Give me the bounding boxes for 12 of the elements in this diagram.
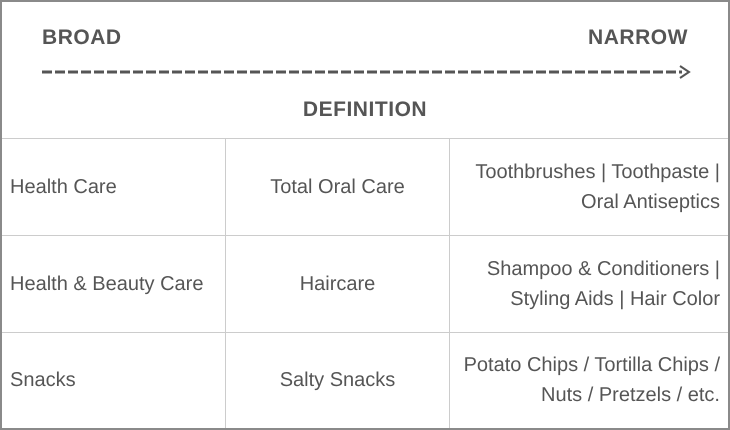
axis-title: DEFINITION xyxy=(302,97,428,123)
table-cell-text: Health & Beauty Care xyxy=(9,272,204,297)
axis-label: BROAD xyxy=(42,25,122,51)
table-cell-text: Health Care xyxy=(9,175,117,200)
table-cell-text: Haircare xyxy=(300,272,376,297)
table-cell-text: Salty Snacks xyxy=(280,368,396,394)
table-cell-text: Snacks xyxy=(9,368,76,394)
axis-label: NARROW xyxy=(588,25,688,51)
table-cell-text: Total Oral Care xyxy=(270,175,405,200)
table-cell-text: Potato Chips / Tortilla Chips / Nuts / Pretzels / etc. xyxy=(462,353,721,408)
table-cell-text: Shampoo & Conditioners | Styling Aids | Hair Color xyxy=(486,256,721,312)
table-cell-text: Toothbrushes | Toothpaste | Oral Antiseptics xyxy=(474,160,721,216)
